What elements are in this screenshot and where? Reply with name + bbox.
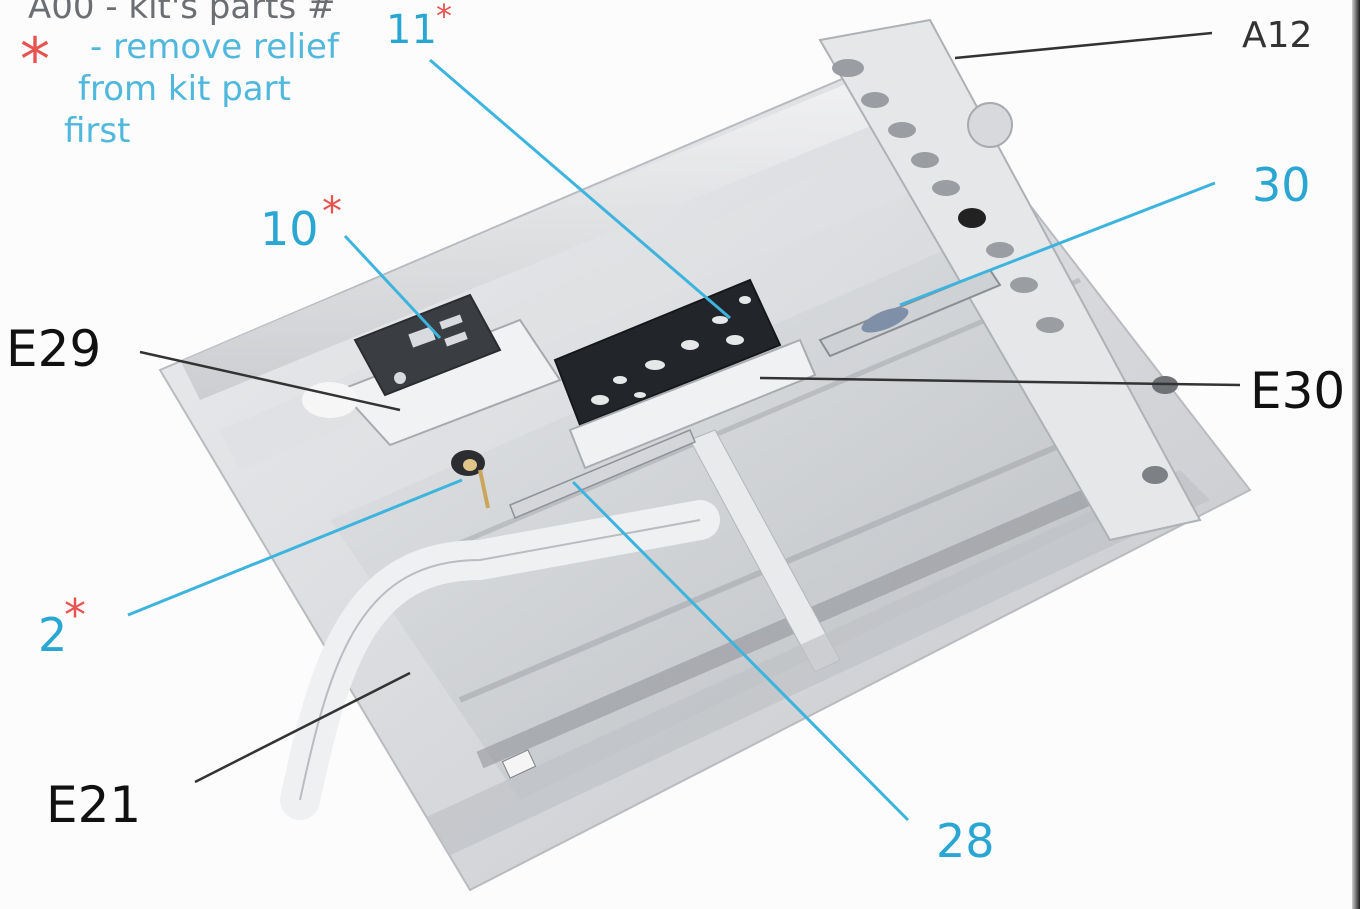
- legend-line-3: from kit part: [78, 69, 291, 109]
- upper-rail: [180, 70, 910, 400]
- legend-line-4: first: [64, 111, 131, 151]
- kit-leader-lines: [139, 31, 1241, 784]
- callout-28: 28: [936, 814, 995, 868]
- leader-11: [429, 58, 731, 320]
- legend-line-1: A00 - kit's parts #: [28, 0, 336, 27]
- leader-e21: [194, 671, 411, 784]
- a12-strip: [818, 18, 1202, 542]
- callout-e29: E29: [6, 320, 102, 378]
- callout-10: 10: [260, 202, 319, 256]
- asterisk-11: *: [436, 0, 452, 35]
- pe-part-28: [509, 429, 696, 519]
- callout-11: 11: [386, 7, 437, 53]
- callout-30: 30: [1252, 158, 1311, 212]
- asterisk-2: *: [64, 590, 86, 641]
- strip-holes: [832, 59, 1178, 484]
- leader-a12: [954, 31, 1213, 60]
- page-edge-shadow: [1352, 0, 1360, 909]
- callout-e21: E21: [46, 776, 142, 834]
- leader-e30: [759, 376, 1241, 387]
- leader-e29: [139, 350, 401, 412]
- callout-2: 2: [38, 608, 68, 662]
- pe-leader-lines: [127, 58, 1216, 822]
- leader-2: [127, 478, 463, 617]
- leader-30: [899, 181, 1216, 307]
- pe-part-10: [353, 293, 502, 397]
- legend-line-2: - remove relief: [90, 27, 339, 67]
- leader-28: [571, 480, 910, 822]
- legend-asterisk: *: [20, 25, 50, 95]
- callout-a12: A12: [1242, 15, 1313, 56]
- e30-plate: [568, 338, 817, 470]
- asterisk-10: *: [322, 189, 342, 235]
- pe-part-11: [553, 278, 782, 427]
- callout-e30: E30: [1250, 362, 1346, 420]
- leader-10: [343, 234, 442, 340]
